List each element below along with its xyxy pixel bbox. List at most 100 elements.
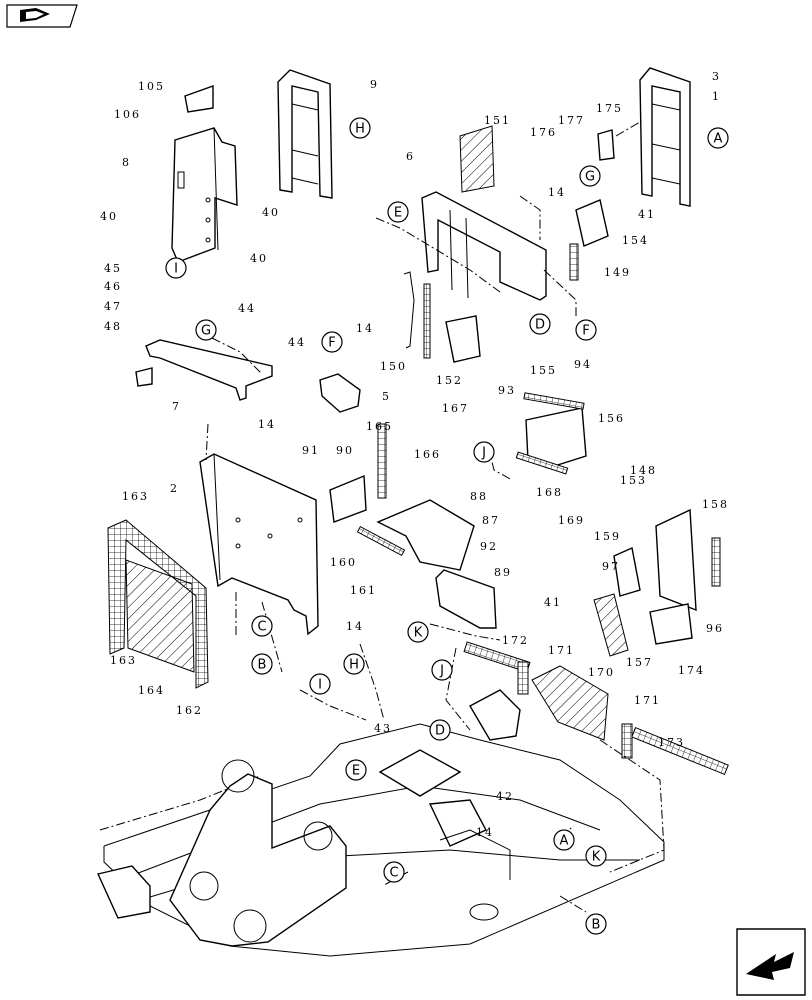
strip-149	[569, 243, 579, 281]
part-number-label: 44	[238, 302, 256, 315]
part-number-label: 41	[544, 596, 562, 609]
part-number-label: 93	[498, 384, 516, 397]
callout-letter: B	[258, 658, 267, 673]
callout-i: I	[165, 257, 187, 279]
callout-letter: C	[257, 620, 266, 635]
callout-letter: H	[349, 658, 359, 673]
part-number-label: 40	[262, 206, 280, 219]
part-number-label: 159	[594, 530, 621, 543]
callout-letter: J	[481, 446, 486, 461]
strip-150	[423, 283, 431, 359]
part-number-label: 43	[374, 722, 392, 735]
part-number-label: 164	[138, 684, 165, 697]
part-number-label: 105	[138, 80, 165, 93]
part-number-label: 40	[100, 210, 118, 223]
part-151	[459, 125, 495, 193]
part-number-label: 96	[706, 622, 724, 635]
book-nav-icon[interactable]	[6, 4, 78, 28]
part-number-label: 152	[436, 374, 463, 387]
strip-158	[711, 537, 721, 587]
part-number-label: 155	[530, 364, 557, 377]
beam-7	[135, 339, 273, 401]
part-number-label: 156	[598, 412, 625, 425]
strip-155	[523, 392, 585, 410]
part-number-label: 87	[482, 514, 500, 527]
frame-9	[277, 69, 333, 199]
strip-171	[517, 661, 529, 695]
part-number-label: 14	[356, 322, 374, 335]
part-number-label: 48	[104, 320, 122, 333]
part-number-label: 91	[302, 444, 320, 457]
callout-b: B	[251, 653, 273, 675]
strip-168	[515, 451, 569, 475]
part-number-label: 173	[658, 736, 685, 749]
strip-160	[356, 525, 406, 557]
part-number-label: 5	[382, 390, 391, 403]
part-number-label: 163	[122, 490, 149, 503]
part-number-label: 14	[258, 418, 276, 431]
part-90	[329, 474, 367, 523]
callout-letter: D	[535, 318, 545, 333]
part-number-label: 176	[530, 126, 557, 139]
next-page-arrow-icon[interactable]	[736, 928, 806, 996]
part-number-label: 158	[702, 498, 729, 511]
part-number-label: 6	[406, 150, 415, 163]
callout-letter: C	[389, 866, 398, 881]
callout-letter: D	[435, 724, 445, 739]
callout-f: F	[575, 319, 597, 341]
callout-letter: I	[318, 678, 322, 693]
part-number-label: 148	[630, 464, 657, 477]
part-number-label: 90	[336, 444, 354, 457]
part-number-label: 166	[414, 448, 441, 461]
part-number-label: 163	[110, 654, 137, 667]
part-170	[531, 665, 609, 741]
part-number-label: 172	[502, 634, 529, 647]
callout-g: G	[579, 165, 601, 187]
panel-8	[171, 85, 238, 263]
part-number-label: 44	[288, 336, 306, 349]
callout-letter: K	[414, 626, 423, 641]
part-number-label: 3	[712, 70, 721, 83]
callout-letter: I	[174, 262, 178, 277]
block-163-164	[107, 519, 209, 689]
part-number-label: 14	[476, 826, 494, 839]
part-number-label: 14	[346, 620, 364, 633]
part-number-label: 149	[604, 266, 631, 279]
strip-165	[377, 423, 387, 499]
callout-k: K	[407, 621, 429, 643]
part-152	[445, 315, 481, 363]
part-number-label: 2	[170, 482, 179, 495]
callout-c: C	[251, 615, 273, 637]
part-number-label: 177	[558, 114, 585, 127]
part-number-label: 170	[588, 666, 615, 679]
part-number-label: 42	[496, 790, 514, 803]
part-157	[593, 593, 629, 657]
part-89	[435, 569, 497, 629]
part-number-label: 168	[536, 486, 563, 499]
callout-g: G	[195, 319, 217, 341]
part-number-label: 8	[122, 156, 131, 169]
part-154	[575, 199, 609, 247]
part-87	[376, 499, 475, 571]
callout-letter: G	[201, 324, 211, 339]
callout-j: J	[473, 441, 495, 463]
callout-e: E	[345, 759, 367, 781]
panel-2	[199, 453, 319, 636]
part-number-label: 106	[114, 108, 141, 121]
callout-k: K	[585, 845, 607, 867]
part-number-label: 150	[380, 360, 407, 373]
callout-d: D	[429, 719, 451, 741]
part-174	[649, 603, 693, 645]
part-number-label: 151	[484, 114, 511, 127]
leader-lines	[205, 121, 641, 913]
callout-letter: A	[714, 132, 723, 147]
part-number-label: 41	[638, 208, 656, 221]
callout-h: H	[349, 117, 371, 139]
part-number-label: 89	[494, 566, 512, 579]
callout-b: B	[585, 913, 607, 935]
callout-letter: F	[328, 336, 335, 351]
part-number-label: 171	[548, 644, 575, 657]
bracket-6	[421, 191, 547, 301]
